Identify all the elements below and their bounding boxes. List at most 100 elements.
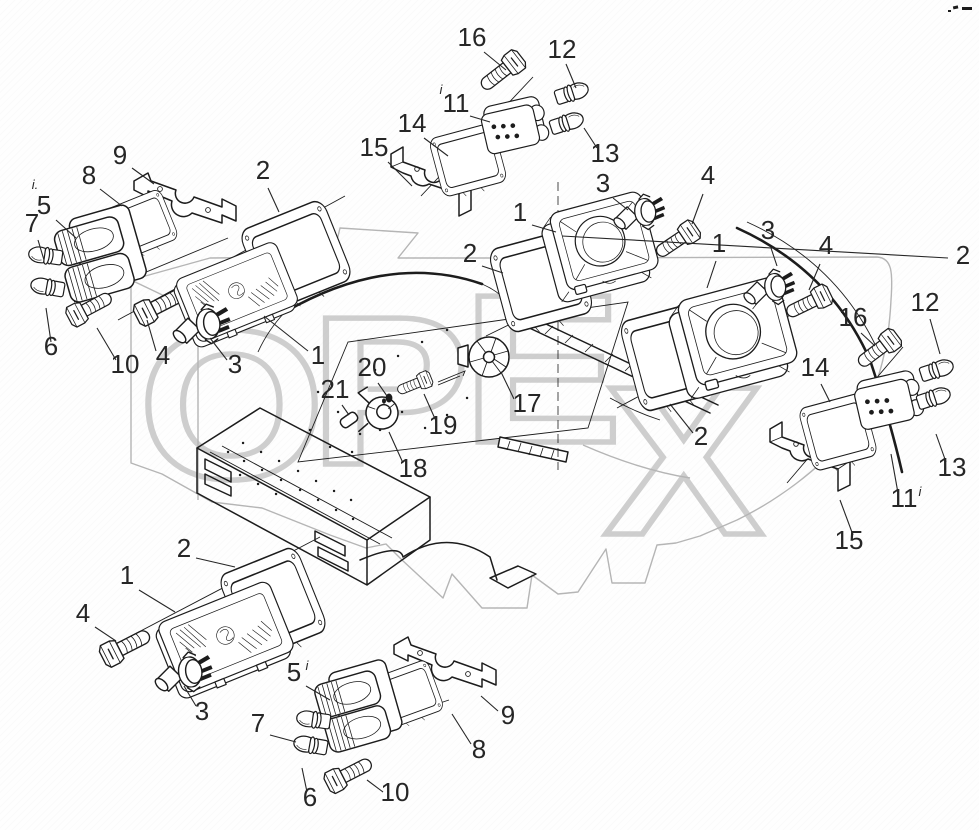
bolt-mid-2 xyxy=(781,282,836,324)
leader-gasket-top xyxy=(423,137,449,157)
callout-gasket-mid-2: 2 xyxy=(956,240,970,270)
callout-halogen-bulb-bottom: 3 xyxy=(195,696,209,726)
callout-bulb-left-lower: 6 xyxy=(44,331,58,361)
leader-nut xyxy=(377,382,388,397)
mid-panel xyxy=(297,301,629,463)
callout-gasket-mid-3: 2 xyxy=(694,421,708,451)
leader-bolt-bottom xyxy=(366,779,384,793)
leader-gasket-left-small xyxy=(99,188,123,207)
leader-headlamp-bottom xyxy=(138,589,176,613)
callout-print-artifact: i xyxy=(919,484,923,499)
leader-halogen-bulb-mid-2 xyxy=(770,247,778,267)
leader-bolt-long xyxy=(423,393,437,422)
leader-twin-lamp-left xyxy=(55,219,77,239)
callout-gasket-mid-1: 2 xyxy=(463,238,477,268)
callout-twin-lamp-left: 5 xyxy=(37,190,51,220)
leader-bulb-top-upper xyxy=(565,63,577,89)
leader-marker-lamp-right xyxy=(890,453,899,494)
bolt-mid-1 xyxy=(650,217,704,264)
leader-headlamp-mid-2 xyxy=(706,260,717,289)
watermark-letter: Р xyxy=(310,272,470,509)
callout-headlamp-bottom: 1 xyxy=(120,560,134,590)
leader-gasket-mid-2 xyxy=(561,235,949,259)
callout-bolt-mid-2: 4 xyxy=(819,230,833,260)
callout-headlamp-mid-1: 1 xyxy=(513,197,527,227)
leader-gasket-left xyxy=(267,187,280,213)
lamp-slots xyxy=(204,458,349,572)
callout-bolt-left: 10 xyxy=(111,349,140,379)
leader-bulb-right-lower xyxy=(935,433,947,463)
callout-print-artifact: i. xyxy=(32,177,39,192)
leader-bulb-bottom-lower xyxy=(301,767,308,793)
callout-gasket-top: 14 xyxy=(398,108,427,138)
scan-artifact xyxy=(948,5,972,12)
callout-bulb-left-upper: 7 xyxy=(25,208,39,238)
callout-fan-wheel: 17 xyxy=(513,388,542,418)
callout-bolt-right: 16 xyxy=(839,302,868,332)
callout-bulb-top-lower: 13 xyxy=(591,138,620,168)
callout-bulb-bottom-upper: 7 xyxy=(251,708,265,738)
parts-layer xyxy=(27,47,957,796)
horn xyxy=(357,386,399,433)
leader-bracket-top xyxy=(387,161,413,187)
leader-bolt-right xyxy=(860,332,876,347)
callout-bulb-right-lower: 13 xyxy=(938,452,967,482)
callout-headlamp-left: 1 xyxy=(311,340,325,370)
marker-lamp-top xyxy=(477,93,552,156)
callout-marker-lamp-right: 11 xyxy=(891,483,918,513)
sleeve xyxy=(339,411,359,429)
leader-halogen-bulb-left xyxy=(209,337,228,361)
step-strip xyxy=(497,436,569,463)
callout-bracket-left: 9 xyxy=(113,140,127,170)
callout-gasket-left: 2 xyxy=(256,155,270,185)
leader-headlamp-mid-1 xyxy=(531,224,557,233)
callout-twin-lamp-bottom: 5 xyxy=(287,657,301,687)
callout-bulb-bottom-lower: 6 xyxy=(303,782,317,812)
leader-gasket-bottom xyxy=(195,557,236,568)
leader-gasket-mid-1 xyxy=(481,265,504,274)
right-fender xyxy=(735,226,904,474)
leader-gasket-bottom-small xyxy=(451,713,472,745)
screw-bottom xyxy=(96,623,155,670)
leader-fan-wheel xyxy=(500,371,515,400)
leader-halogen-bulb-mid-1 xyxy=(612,197,629,211)
platform-front xyxy=(196,447,431,586)
leader-bracket-bottom xyxy=(480,695,499,712)
callout-bulb-top-upper: 12 xyxy=(548,34,577,64)
leader-bulb-top-lower xyxy=(583,127,598,149)
marker-lamp-right xyxy=(851,368,927,432)
leader-bulb-left-upper xyxy=(37,239,45,261)
callout-gasket-bottom-small: 8 xyxy=(472,734,486,764)
callout-screw-bottom: 4 xyxy=(76,598,90,628)
bulb-right-upper xyxy=(917,356,957,384)
leader-horn xyxy=(388,431,404,464)
leader-bolt-left xyxy=(96,327,117,361)
leader-marker-lamp-top xyxy=(469,115,491,123)
bolt-top xyxy=(474,47,529,97)
bulb-left-lower xyxy=(28,275,67,299)
cotter-pin xyxy=(437,370,466,386)
callout-sleeve: 21 xyxy=(321,374,350,404)
callout-bolt-top: 16 xyxy=(458,22,487,52)
callout-halogen-bulb-mid-2: 3 xyxy=(761,215,775,245)
leader-gasket-mid-3 xyxy=(669,403,694,434)
rivet-dots xyxy=(226,441,355,521)
callout-bulb-right-upper: 12 xyxy=(911,287,940,317)
leader-bolt-mid-2 xyxy=(808,263,821,291)
callout-horn: 18 xyxy=(399,453,428,483)
panel-dots xyxy=(308,328,469,454)
leader-halogen-bulb-bottom xyxy=(183,685,197,707)
callout-bolt-long: 19 xyxy=(429,410,458,440)
callout-gasket-left-small: 8 xyxy=(82,160,96,190)
lower-fender xyxy=(359,541,498,581)
callout-print-artifact: i xyxy=(440,82,444,97)
leader-bolt-top xyxy=(483,51,507,71)
leader-screw-left xyxy=(146,319,157,352)
callout-gasket-right: 14 xyxy=(801,352,830,382)
callout-halogen-bulb-left: 3 xyxy=(228,349,242,379)
bulb-right-lower xyxy=(914,384,954,412)
callout-bracket-top: 15 xyxy=(360,132,389,162)
leader-bracket-left xyxy=(131,167,155,185)
